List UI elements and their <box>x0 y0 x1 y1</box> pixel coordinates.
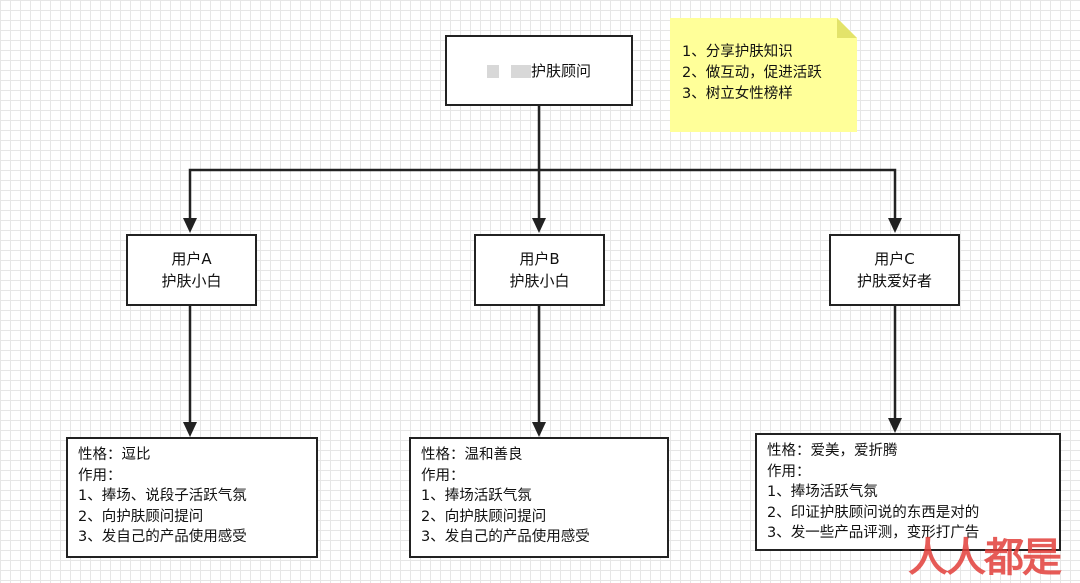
watermark-logo: 人人都是 <box>908 535 1062 581</box>
user-b-title: 用户B <box>519 250 560 268</box>
detail-line: 3、发自己的产品使用感受 <box>421 529 590 545</box>
detail-line: 1、捧场活跃气氛 <box>421 488 532 504</box>
arrow-head <box>532 218 546 233</box>
detail-line: 2、向护肤顾问提问 <box>421 508 547 525</box>
user-a-subtitle: 护肤小白 <box>161 272 222 290</box>
detail-line: 作用： <box>78 467 122 484</box>
detail-line: 性格：逗比 <box>78 447 151 463</box>
user-c-title: 用户C <box>874 250 915 268</box>
note-line: 1、分享护肤知识 <box>682 44 793 60</box>
detail-line: 2、印证护肤顾问说的东西是对的 <box>767 504 980 521</box>
detail-line: 3、发自己的产品使用感受 <box>78 529 247 545</box>
detail-line: 性格：温和善良 <box>421 447 523 463</box>
arrow-head <box>888 418 902 433</box>
arrow-head <box>532 422 546 437</box>
user-a-title: 用户A <box>171 250 212 268</box>
detail-line: 性格：爱美，爱折腾 <box>767 443 898 459</box>
root-node: 护肤顾问 <box>445 35 633 106</box>
sticky-note: 1、分享护肤知识 2、做互动，促进活跃 3、树立女性榜样 <box>670 18 857 132</box>
arrow-head <box>183 218 197 233</box>
branch-line <box>188 168 897 224</box>
detail-line: 1、捧场活跃气氛 <box>767 484 878 500</box>
detail-line: 作用： <box>421 467 465 484</box>
root-label: 护肤顾问 <box>530 61 591 80</box>
detail-line: 1、捧场、说段子活跃气氛 <box>78 488 247 504</box>
user-b-node: 用户B 护肤小白 <box>474 234 605 306</box>
redacted-name <box>510 64 531 78</box>
arrow-head <box>888 218 902 233</box>
redacted-name <box>486 64 499 78</box>
detail-line: 作用： <box>767 463 811 480</box>
user-b-subtitle: 护肤小白 <box>509 272 570 290</box>
detail-line: 2、向护肤顾问提问 <box>78 508 204 525</box>
arrow-head <box>183 422 197 437</box>
detail-line: 3、发一些产品评测，变形打广告 <box>767 525 980 541</box>
user-c-node: 用户C 护肤爱好者 <box>829 234 960 306</box>
user-a-detail: 性格：逗比 作用： 1、捧场、说段子活跃气氛 2、向护肤顾问提问 3、发自己的产… <box>66 437 318 558</box>
user-b-detail: 性格：温和善良 作用： 1、捧场活跃气氛 2、向护肤顾问提问 3、发自己的产品使… <box>409 437 669 558</box>
note-line: 3、树立女性榜样 <box>682 86 793 102</box>
user-c-subtitle: 护肤爱好者 <box>856 272 932 290</box>
user-a-node: 用户A 护肤小白 <box>126 234 257 306</box>
user-c-detail: 性格：爱美，爱折腾 作用： 1、捧场活跃气氛 2、印证护肤顾问说的东西是对的 3… <box>755 433 1061 551</box>
note-line: 2、做互动，促进活跃 <box>682 65 822 81</box>
